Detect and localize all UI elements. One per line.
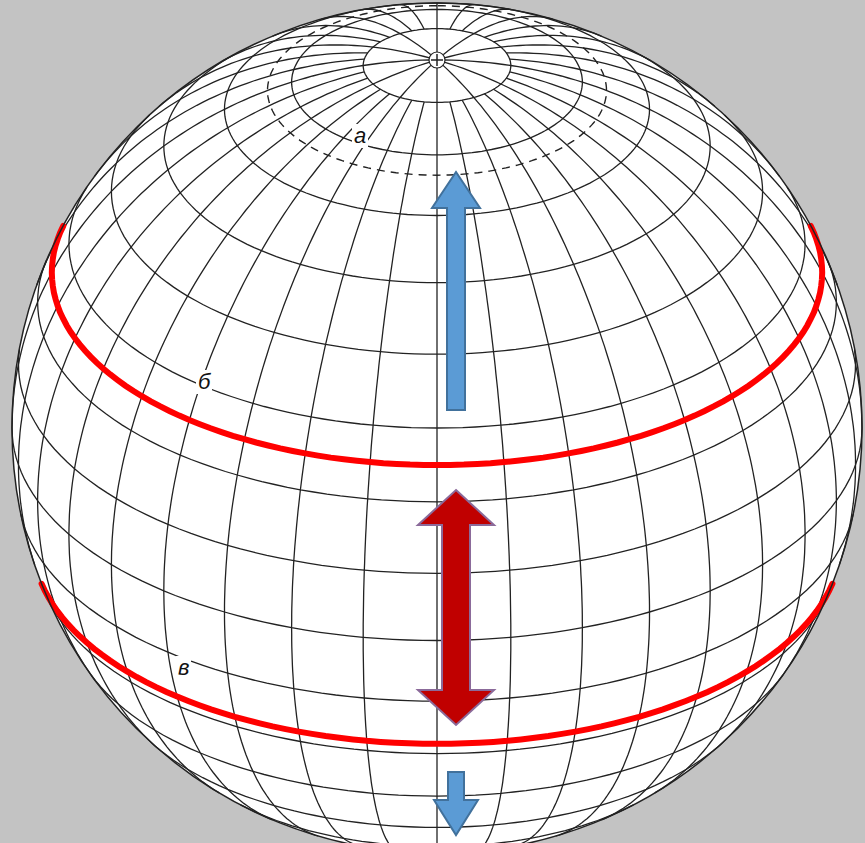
meridian-line	[12, 60, 437, 428]
meridian-line	[437, 45, 715, 106]
meridian-line	[450, 5, 474, 30]
meridian-line	[400, 5, 424, 30]
meridian-line	[484, 26, 601, 38]
globe-disc	[12, 3, 862, 843]
meridian-line	[19, 72, 365, 565]
meridian-line	[484, 94, 710, 820]
red-parallel	[42, 584, 833, 744]
pole-symbol	[429, 52, 445, 68]
arrows	[418, 172, 494, 835]
meridian-line	[506, 78, 836, 675]
meridian-line	[164, 94, 390, 820]
red-double-arrow	[418, 490, 494, 725]
meridian-line	[437, 60, 862, 428]
globe-outline	[12, 3, 862, 843]
meridian-line	[436, 3, 437, 60]
meridian-line	[437, 60, 805, 746]
line-label: б	[196, 370, 212, 394]
line-label: а	[352, 124, 368, 148]
blue-arrow-down	[434, 772, 478, 835]
meridian-line	[510, 72, 856, 565]
meridian-line	[436, 60, 437, 843]
red-parallel	[52, 226, 822, 465]
graticule	[12, 3, 862, 843]
marked-parallels	[42, 6, 833, 744]
meridian-line	[510, 59, 838, 285]
meridian-line	[506, 53, 779, 176]
line-label: в	[176, 656, 191, 680]
meridian-line	[363, 102, 424, 843]
meridian-line	[437, 17, 553, 60]
meridian-line	[462, 9, 512, 31]
blue-arrow-up	[432, 172, 480, 410]
dashed-parallel	[268, 6, 607, 176]
meridian-line	[159, 45, 437, 106]
